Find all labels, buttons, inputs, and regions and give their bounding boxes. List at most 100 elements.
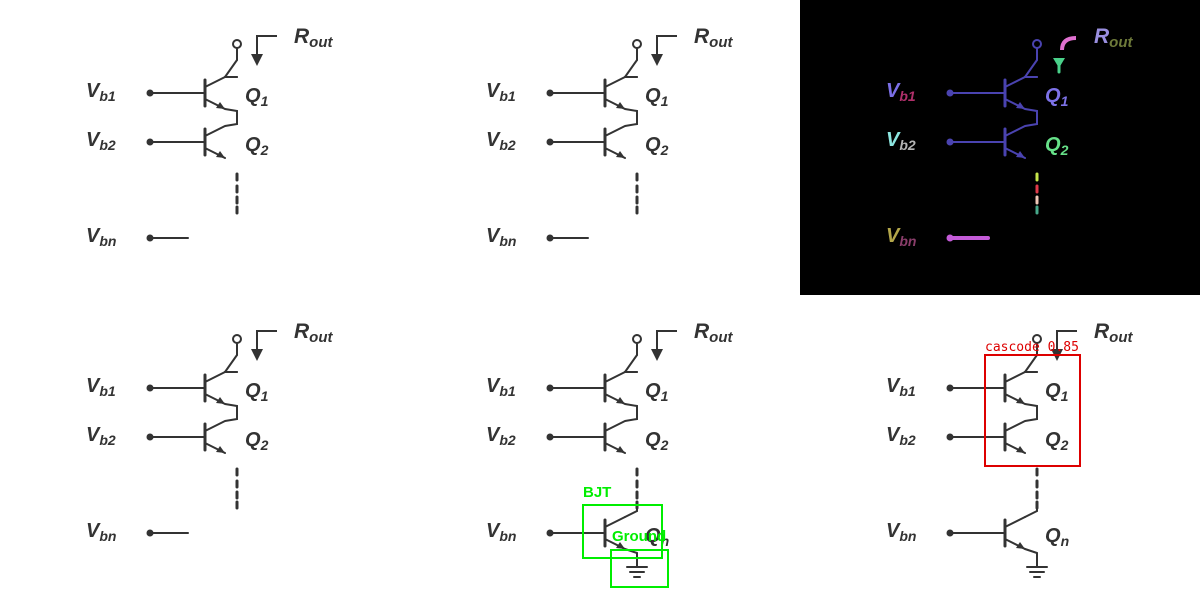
rout-label: Rout — [694, 25, 733, 51]
transistor-qn — [603, 516, 626, 550]
rout-arrow — [1056, 330, 1077, 351]
collector-lead — [604, 125, 626, 137]
vb2-node — [546, 433, 554, 441]
transistor-q2 — [1003, 420, 1026, 454]
q1-q2-link — [624, 108, 638, 127]
qn-label: Qn — [645, 525, 669, 549]
vbn-label: Vbn — [886, 225, 916, 249]
collector-lead — [1004, 516, 1026, 528]
vb2-label: Vb2 — [886, 424, 916, 448]
vb1-node — [946, 89, 954, 97]
q2-label: Q2 — [645, 134, 669, 158]
vbn-label: Vbn — [86, 225, 116, 249]
emitter-arrow — [1016, 542, 1025, 549]
rout-label: Rout — [694, 320, 733, 346]
q2-label: Q2 — [1045, 134, 1069, 158]
rout-arrowhead — [251, 349, 263, 361]
vb2-node — [946, 138, 954, 146]
vb2-label: Vb2 — [486, 424, 516, 448]
cascode-box — [984, 354, 1081, 467]
emitter-arrow — [216, 102, 225, 109]
vbn-label: Vbn — [486, 520, 516, 544]
emitter-arrow — [616, 397, 625, 404]
collector-q1-wire-2 — [224, 354, 238, 373]
emitter-arrow — [1016, 151, 1025, 158]
q1-q2-link — [1024, 403, 1038, 422]
emitter-arrow — [1016, 397, 1025, 404]
rout-arrow — [656, 35, 677, 56]
emitter-arrow — [616, 151, 625, 158]
rout-arrow — [256, 330, 277, 351]
collector-lead — [1004, 125, 1026, 137]
panel-detection — [400, 295, 800, 590]
panel-segmentation — [800, 0, 1200, 295]
emitter-arrow — [616, 446, 625, 453]
vb1-label: Vb1 — [886, 80, 916, 104]
rout-label: Rout — [1094, 320, 1133, 346]
emitter-arrow — [1016, 446, 1025, 453]
collector-lead — [1004, 76, 1026, 88]
rout-label: Rout — [1094, 25, 1133, 51]
q1-label: Q1 — [245, 85, 269, 109]
transistor-q2 — [203, 420, 226, 454]
qn-collector — [624, 510, 638, 518]
transistor-q2 — [1003, 125, 1026, 159]
vb1-label: Vb1 — [486, 375, 516, 399]
vb1-label: Vb1 — [86, 375, 116, 399]
transistor-q1 — [603, 76, 626, 110]
vb1-node — [146, 384, 154, 392]
vb1-node — [546, 384, 554, 392]
rout-arrowhead — [651, 349, 663, 361]
transistor-q2 — [203, 125, 226, 159]
rout-arrowhead — [1053, 58, 1065, 68]
vb2-label: Vb2 — [86, 129, 116, 153]
rout-arrowhead — [251, 54, 263, 66]
collector-lead — [204, 420, 226, 432]
vb1-label: Vb1 — [886, 375, 916, 399]
q1-label: Q1 — [645, 85, 669, 109]
vb2-label: Vb2 — [86, 424, 116, 448]
ground-box — [610, 549, 669, 588]
q2-label: Q2 — [245, 134, 269, 158]
collector-q1-wire-2 — [224, 59, 238, 78]
emitter-arrow — [616, 542, 625, 549]
vbn-label: Vbn — [486, 225, 516, 249]
collector-q1-wire-2 — [1024, 59, 1038, 78]
rout-arrow — [256, 35, 277, 56]
detection-overlay: BJT Ground — [582, 484, 669, 588]
q1-label: Q1 — [1045, 85, 1069, 109]
q2-label: Q2 — [1045, 429, 1069, 453]
collector-lead — [1004, 420, 1026, 432]
q1-q2-link — [224, 108, 238, 127]
q2-label: Q2 — [245, 429, 269, 453]
transistor-q1 — [203, 371, 226, 405]
vb2-node — [146, 138, 154, 146]
q1-q2-link — [624, 403, 638, 422]
vb2-node — [146, 433, 154, 441]
collector-lead — [604, 371, 626, 383]
collector-lead — [204, 125, 226, 137]
bjt-box-label: BJT — [583, 484, 611, 501]
rout-arrow — [1060, 36, 1077, 51]
transistor-q1 — [203, 76, 226, 110]
vb1-node — [546, 89, 554, 97]
collector-q1-wire-2 — [624, 354, 638, 373]
emitter-arrow — [216, 446, 225, 453]
rout-label: Rout — [294, 320, 333, 346]
collector-q1-wire-2 — [1024, 354, 1038, 373]
vb1-label: Vb1 — [486, 80, 516, 104]
panel-plain — [0, 295, 400, 590]
vb2-node — [546, 138, 554, 146]
q1-label: Q1 — [245, 380, 269, 404]
qn-emitter — [1024, 548, 1038, 554]
qn-collector — [1024, 510, 1038, 518]
ground-box-label: Ground — [612, 528, 666, 545]
vbn-label: Vbn — [86, 520, 116, 544]
